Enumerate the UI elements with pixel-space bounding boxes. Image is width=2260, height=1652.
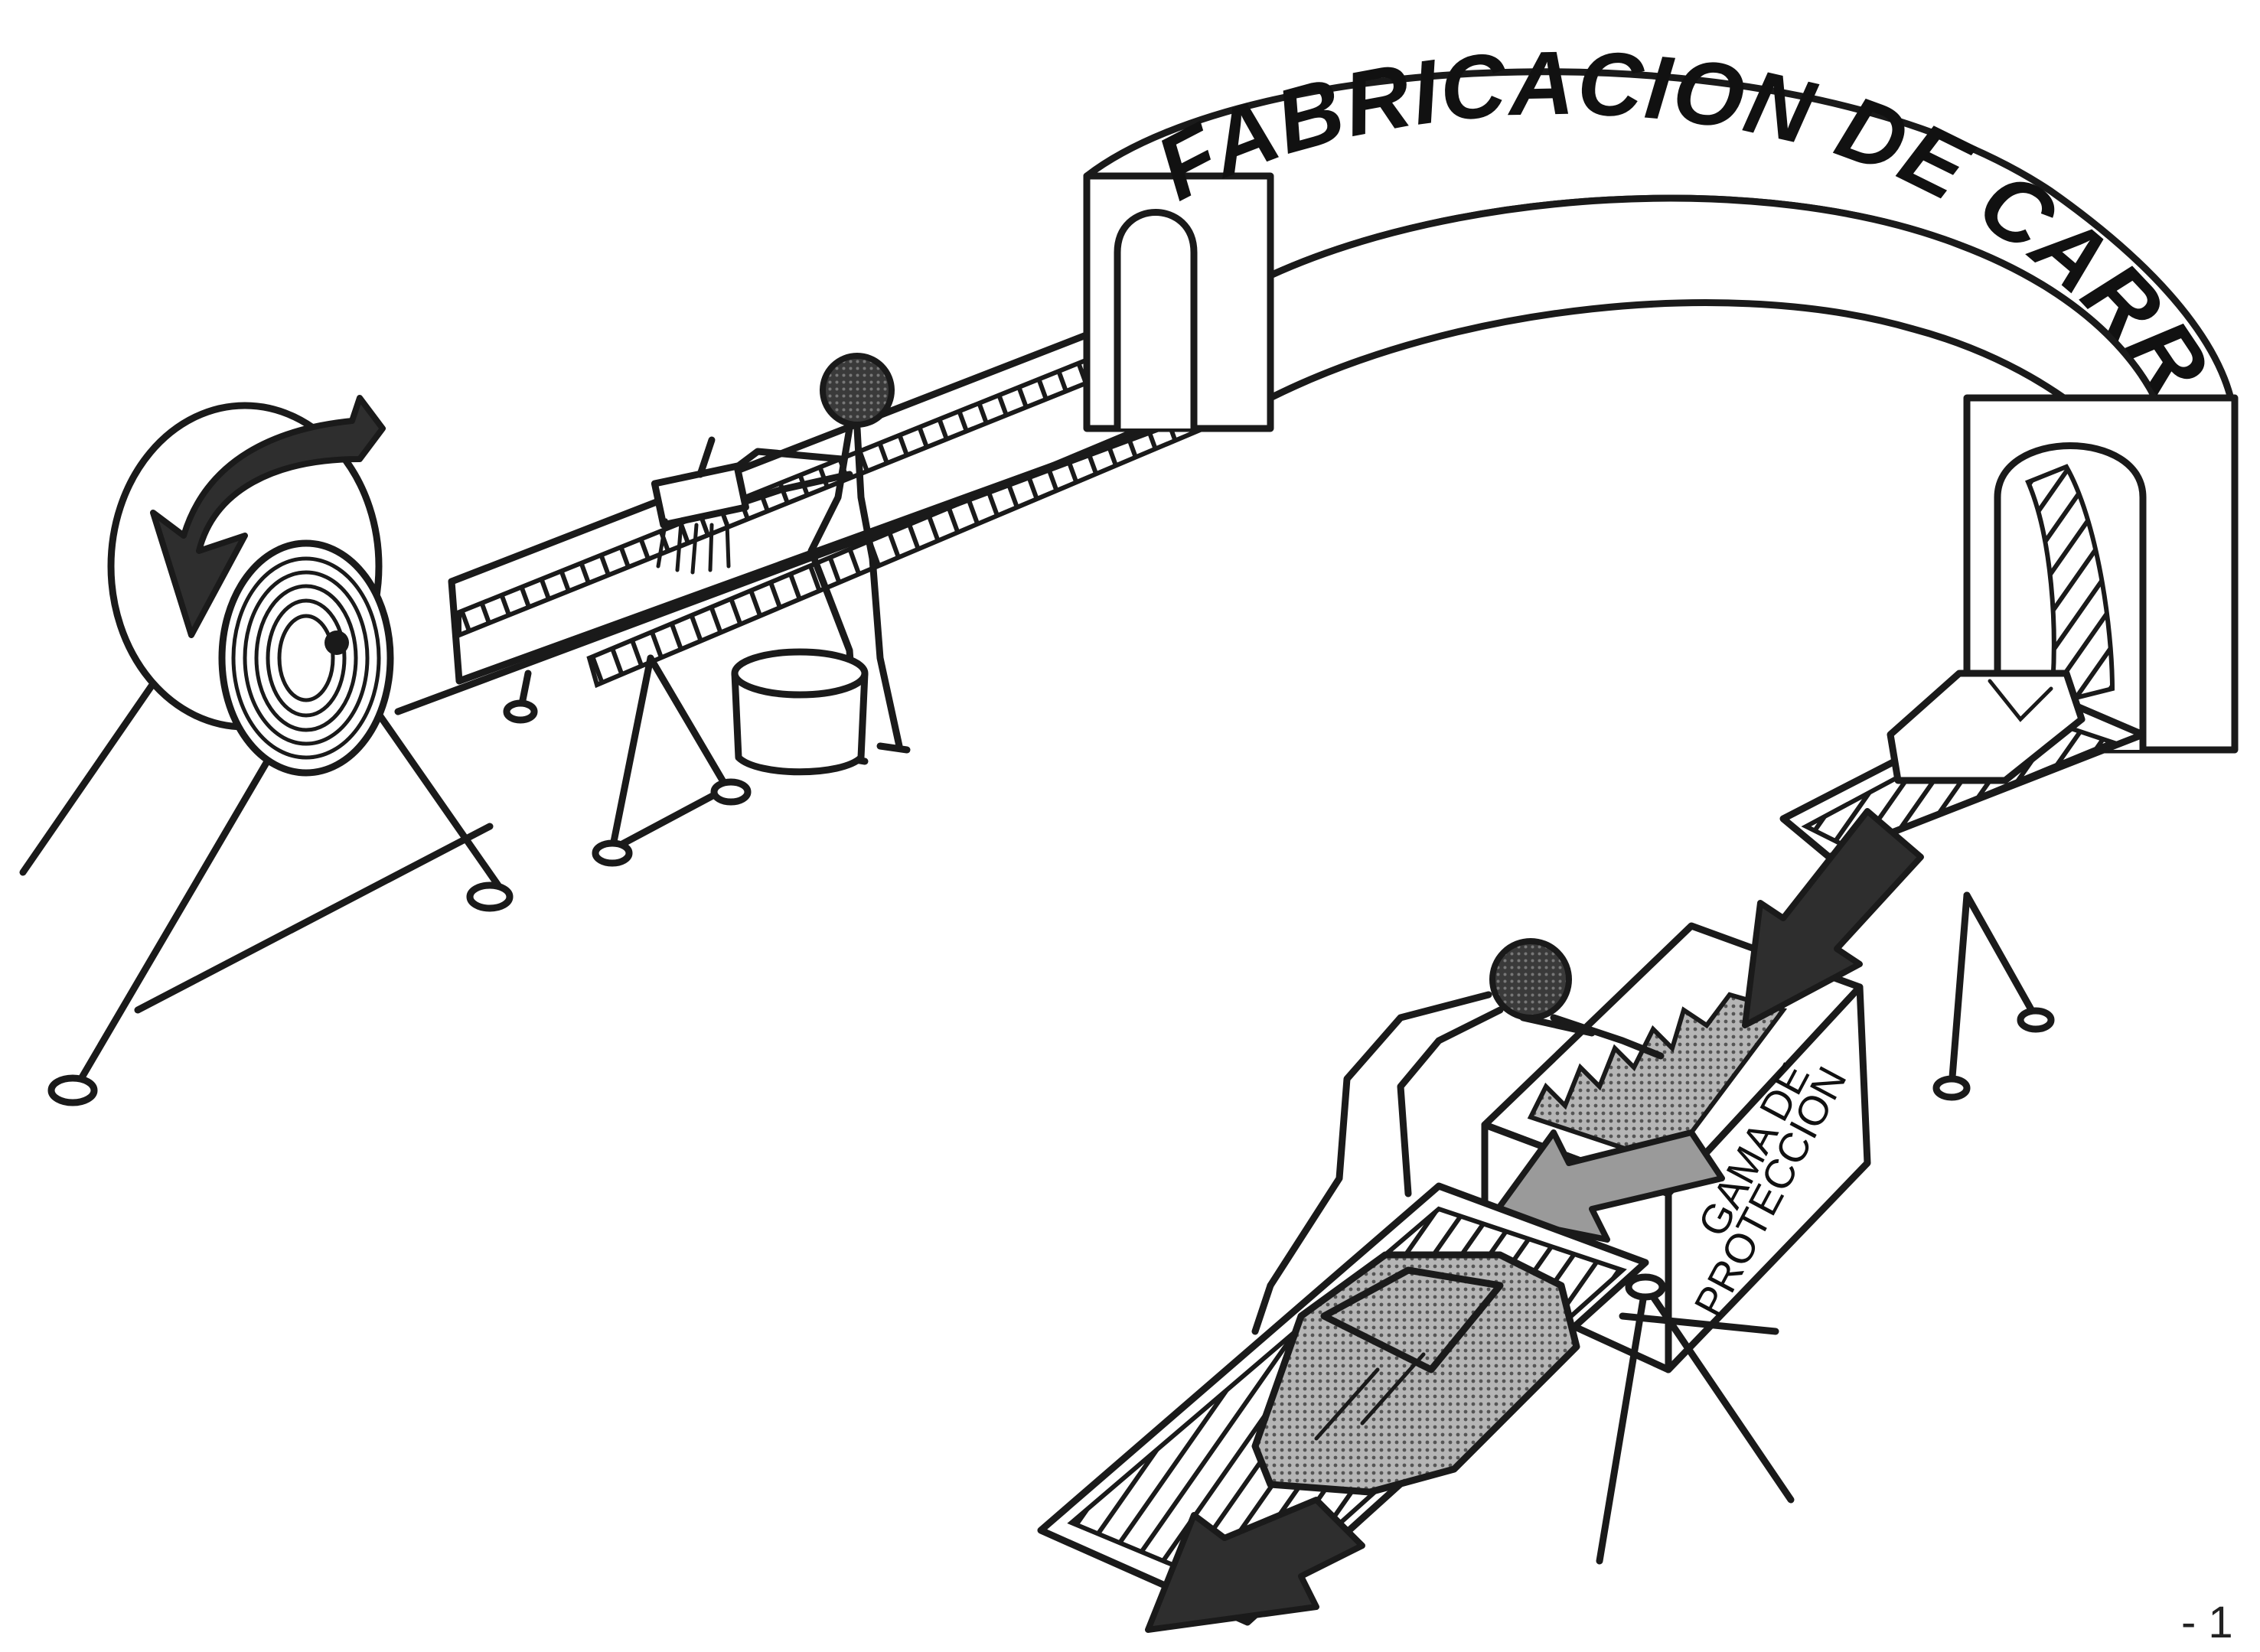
conveyor-stand-left	[507, 658, 748, 863]
exit-conveyor-stand	[1936, 895, 2051, 1097]
paint-bucket	[735, 652, 865, 772]
page-number: - 1	[2181, 1598, 2233, 1647]
protected-car	[1255, 1255, 1577, 1492]
